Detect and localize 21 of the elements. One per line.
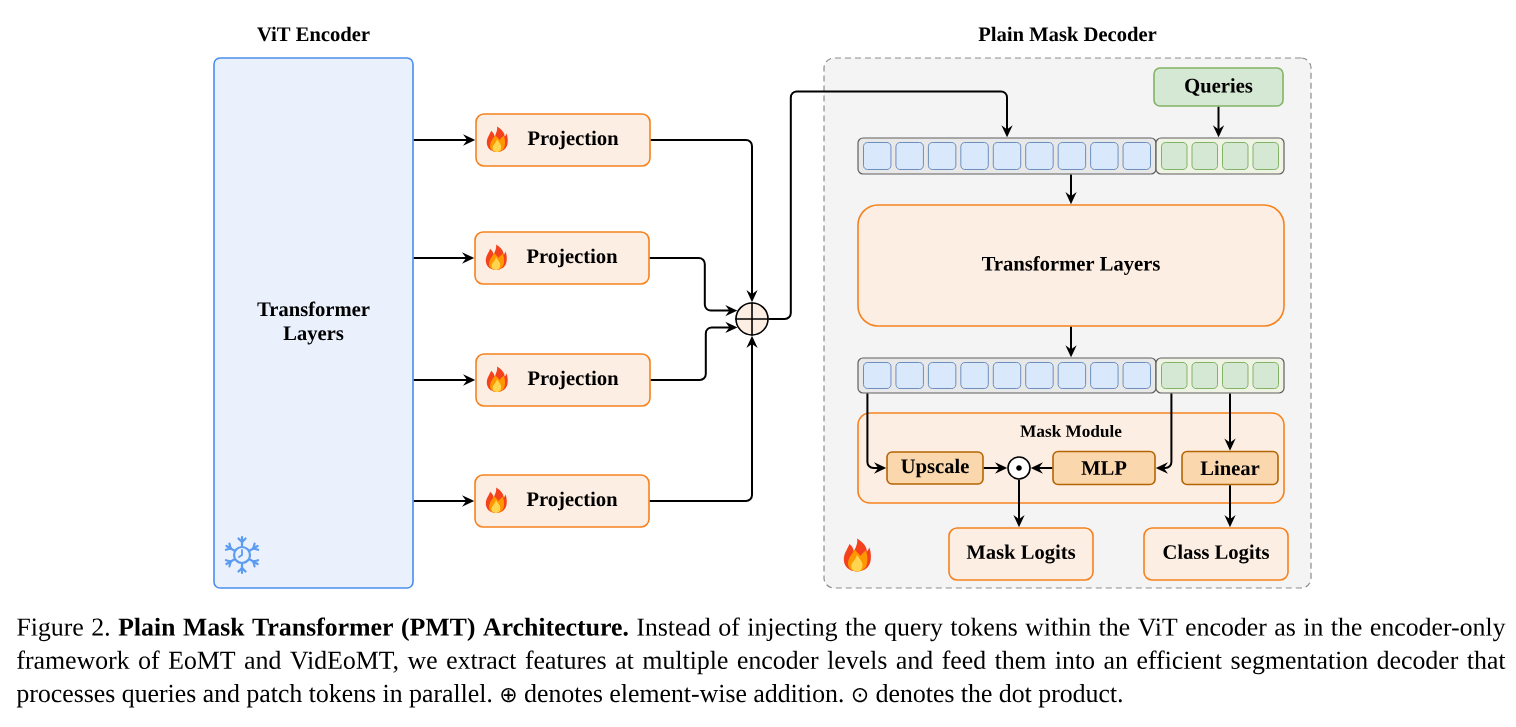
process-box: Projection xyxy=(475,113,651,167)
arrow xyxy=(767,90,1013,320)
panel-heading: Plain Mask Decoder xyxy=(978,26,1157,42)
process-box: Transformer Layers xyxy=(857,204,1285,327)
process-box: Linear xyxy=(1181,450,1279,486)
token-bar xyxy=(1155,137,1285,175)
addition-symbol xyxy=(734,301,770,337)
caption: Figure 2. Plain Mask Transformer (PMT) Architecture. Instead of injecting the query tokens within the ViT encoder as in the encoder-only framework of EoMT and VidEoMT, we extract features at multiple encoder levels and feed them into an efficient segmentation decoder that processes queries and patch tokens in parallel. ⊕ denotes element-wise addition. ⊙ denotes the dot product. xyxy=(16,617,1506,708)
process-box: Projection xyxy=(474,231,650,285)
process-box: MLP xyxy=(1052,450,1156,486)
process-box: Projection xyxy=(475,353,651,407)
input-box: Queries xyxy=(1153,67,1284,107)
panel-heading: ViT Encoder xyxy=(257,26,370,42)
process-box: Upscale xyxy=(886,451,984,485)
process-box: Projection xyxy=(474,474,650,528)
encoder-box: Transformer Layers xyxy=(213,57,414,589)
token-bar xyxy=(1155,357,1285,394)
token-bar xyxy=(857,357,1157,394)
output-box: Class Logits xyxy=(1143,527,1289,581)
output-box: Mask Logits xyxy=(948,527,1094,581)
token-bar xyxy=(857,137,1157,175)
